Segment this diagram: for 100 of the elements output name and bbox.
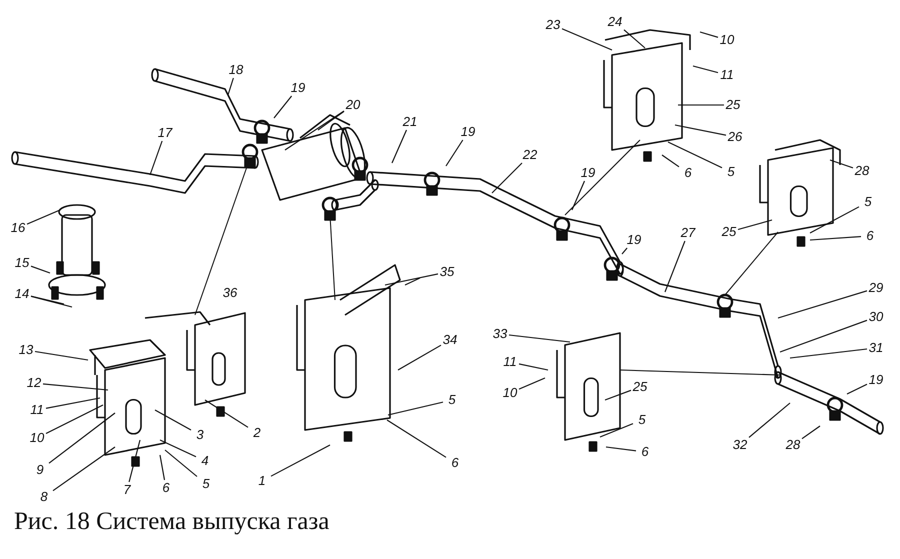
callout-number: 19 xyxy=(580,166,596,180)
leader-line xyxy=(600,423,634,438)
callout-number: 5 xyxy=(727,165,735,179)
leader-line xyxy=(270,444,330,477)
callout-number: 3 xyxy=(196,428,204,442)
callout-number: 16 xyxy=(10,221,26,235)
callout-number: 13 xyxy=(18,343,34,357)
callout-number: 6 xyxy=(684,166,692,180)
leader-line xyxy=(26,210,60,225)
leader-line xyxy=(34,350,88,361)
leader-line xyxy=(662,154,680,168)
callout-number: 27 xyxy=(680,226,696,240)
callout-number: 20 xyxy=(346,98,360,112)
leader-line xyxy=(604,390,632,401)
callout-number: 23 xyxy=(546,18,560,32)
leader-line xyxy=(398,344,442,370)
leader-line xyxy=(790,348,868,359)
leader-line xyxy=(154,410,192,430)
callout-number: 22 xyxy=(522,148,538,162)
leader-line xyxy=(830,159,854,168)
callout-number: 36 xyxy=(222,286,238,300)
leader-line xyxy=(52,446,116,492)
leader-line xyxy=(810,236,862,241)
leader-line xyxy=(562,28,612,50)
leader-line xyxy=(42,383,108,391)
leader-line xyxy=(846,384,868,394)
callout-number: 25 xyxy=(726,98,740,112)
leader-line xyxy=(160,440,196,458)
callout-number: 14 xyxy=(14,287,30,301)
leader-line xyxy=(518,378,546,390)
callout-number: 11 xyxy=(720,68,734,82)
leader-line xyxy=(508,334,570,343)
leader-line xyxy=(748,402,790,438)
leader-line xyxy=(668,142,722,168)
callout-number: 11 xyxy=(503,355,517,369)
leader-line xyxy=(446,140,464,166)
leader-line xyxy=(30,296,64,305)
callout-number: 10 xyxy=(720,33,734,47)
leader-line xyxy=(46,404,104,434)
callout-number: 5 xyxy=(864,195,872,209)
leader-line xyxy=(384,273,438,286)
callout-number: 9 xyxy=(36,463,44,477)
callout-number: 25 xyxy=(722,225,736,239)
callout-number: 18 xyxy=(228,63,244,77)
callout-number: 15 xyxy=(14,256,30,270)
callout-number: 26 xyxy=(728,130,742,144)
callout-number: 10 xyxy=(502,386,518,400)
callout-number: 30 xyxy=(868,310,884,324)
leader-line xyxy=(318,110,344,130)
callout-number: 19 xyxy=(290,81,306,95)
leader-line xyxy=(48,412,116,464)
callout-number: 6 xyxy=(866,229,874,243)
callout-number: 6 xyxy=(641,445,649,459)
callout-number: 19 xyxy=(460,125,476,139)
callout-number: 28 xyxy=(786,438,800,452)
leader-line xyxy=(692,65,718,74)
leader-line xyxy=(388,402,444,416)
leader-line xyxy=(164,450,198,477)
callout-number: 5 xyxy=(202,477,210,491)
leader-line xyxy=(392,130,407,164)
leader-line xyxy=(204,400,248,428)
leader-line xyxy=(227,78,234,96)
callout-number: 34 xyxy=(442,333,458,347)
callout-number: 6 xyxy=(451,456,459,470)
leader-line xyxy=(149,140,163,176)
leader-line xyxy=(678,104,724,106)
callout-number: 29 xyxy=(868,281,884,295)
leader-line xyxy=(780,320,868,353)
leader-line xyxy=(622,248,628,254)
leader-line xyxy=(624,29,646,48)
callout-number: 19 xyxy=(868,373,884,387)
callout-number: 19 xyxy=(626,233,642,247)
callout-number: 5 xyxy=(638,413,646,427)
leader-line xyxy=(274,96,292,118)
callout-number: 12 xyxy=(26,376,42,390)
leader-line xyxy=(159,454,166,480)
figure-caption: Рис. 18 Система выпуска газа xyxy=(14,508,330,536)
callout-number: 33 xyxy=(492,327,508,341)
leader-line xyxy=(778,290,868,319)
leader-line xyxy=(606,446,636,452)
callout-number: 5 xyxy=(448,393,456,407)
callout-number: 6 xyxy=(162,481,170,495)
callout-number: 28 xyxy=(854,164,870,178)
leader-line xyxy=(518,363,548,371)
leader-line xyxy=(802,426,820,440)
leader-line xyxy=(810,206,860,234)
callout-number: 2 xyxy=(253,426,261,440)
leader-line xyxy=(738,219,772,230)
callout-number: 21 xyxy=(402,115,418,129)
callout-number: 24 xyxy=(608,15,622,29)
leader-line xyxy=(284,110,344,150)
callout-number: 8 xyxy=(40,490,48,504)
callout-number: 7 xyxy=(123,483,131,497)
leader-line xyxy=(700,31,718,38)
leader-line xyxy=(30,266,50,274)
leader-line xyxy=(30,296,72,308)
callout-number: 10 xyxy=(30,431,44,445)
leader-line xyxy=(664,240,686,292)
callout-number: 32 xyxy=(732,438,748,452)
callout-number: 11 xyxy=(30,403,44,417)
